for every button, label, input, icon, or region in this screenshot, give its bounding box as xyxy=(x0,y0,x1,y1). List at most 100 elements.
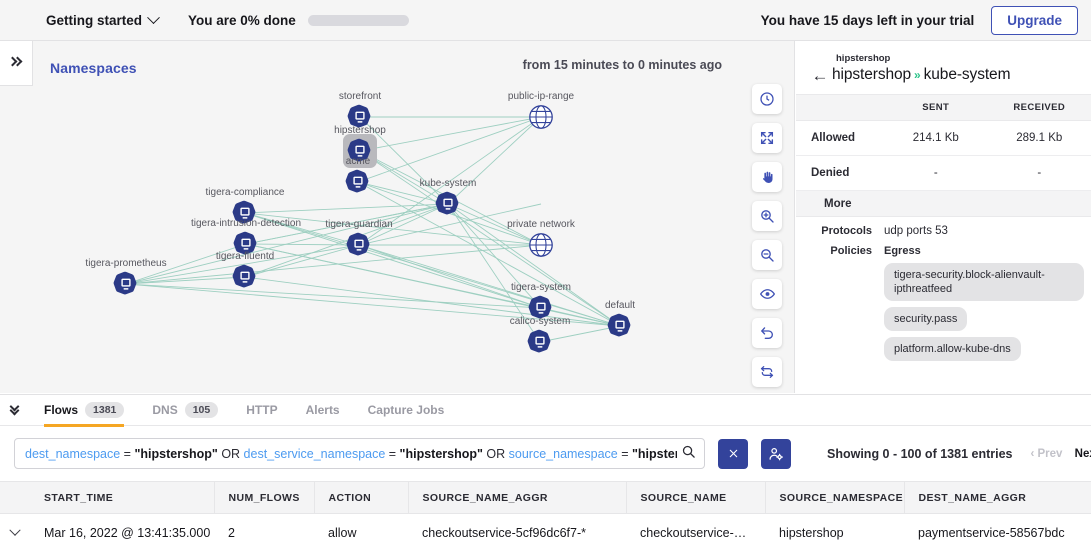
graph-node-storefront[interactable]: storefront xyxy=(339,91,381,130)
expand-row-button[interactable] xyxy=(0,513,30,551)
graph-toolbar[interactable] xyxy=(752,84,782,387)
tab-label: Capture Jobs xyxy=(367,403,445,417)
stats-received-value: - xyxy=(987,155,1091,191)
column-header-source_name_aggr[interactable]: SOURCE_NAME_AGGR xyxy=(408,481,627,514)
column-header-action[interactable]: ACTION xyxy=(314,481,409,514)
namespace-icon xyxy=(232,264,256,288)
graph-node-public-ip-range[interactable]: public-ip-range xyxy=(508,91,574,130)
tab-http[interactable]: HTTP xyxy=(232,395,291,426)
search-input[interactable]: dest_namespace = "hipstershop" OR dest_s… xyxy=(14,438,705,469)
expand-icon[interactable] xyxy=(752,123,782,153)
tab-capture-jobs[interactable]: Capture Jobs xyxy=(354,395,459,426)
double-chevron-right-icon xyxy=(7,56,23,69)
service-graph-panel[interactable]: Namespaces from 15 minutes to 0 minutes … xyxy=(0,41,795,393)
column-header-num_flows[interactable]: NUM_FLOWS xyxy=(214,481,315,514)
tab-flows[interactable]: Flows 1381 xyxy=(30,395,138,427)
graph-node-label: kube-system xyxy=(419,178,477,189)
prev-page-button[interactable]: ‹ Prev xyxy=(1030,447,1063,460)
graph-node-kube-system[interactable]: kube-system xyxy=(420,178,476,217)
zoom-out-icon[interactable] xyxy=(752,240,782,270)
refresh-icon[interactable] xyxy=(752,357,782,387)
policies-values: Egress tigera-security.block-alienvault-… xyxy=(884,245,1091,361)
collapse-flows-button[interactable] xyxy=(0,401,30,416)
chevron-down-icon xyxy=(147,10,160,24)
policy-pill[interactable]: platform.allow-kube-dns xyxy=(884,337,1021,361)
flow-detail-panel: hipstershop ← hipstershop»kube-system SE… xyxy=(796,41,1091,393)
tab-count-badge: 1381 xyxy=(85,402,125,418)
trial-status-label: You have 15 days left in your trial xyxy=(760,12,975,28)
chevron-down-icon[interactable] xyxy=(9,524,21,536)
tab-label: DNS xyxy=(152,403,178,417)
sidebar-expand-button[interactable] xyxy=(0,41,33,86)
graph-node-label: tigera-system xyxy=(510,282,572,293)
graph-node-label: acme xyxy=(345,156,371,167)
zoom-in-icon[interactable] xyxy=(752,201,782,231)
cell-start-time: Mar 16, 2022 @ 13:41:35.000 xyxy=(30,513,214,551)
cell-num-flows: 2 xyxy=(214,513,314,551)
clear-search-button[interactable] xyxy=(718,438,748,469)
search-icon[interactable] xyxy=(681,444,696,464)
graph-time-range-label: from 15 minutes to 0 minutes ago xyxy=(522,58,722,72)
globe-icon xyxy=(529,105,553,129)
more-section-header[interactable]: More xyxy=(796,190,1091,217)
graph-node-label: public-ip-range xyxy=(507,91,575,102)
flow-direction-icon: » xyxy=(914,68,921,82)
graph-node-calico-system[interactable]: calico-system xyxy=(510,316,570,355)
upgrade-button[interactable]: Upgrade xyxy=(991,5,1078,35)
graph-node-tigera-fluentd[interactable]: tigera-fluentd xyxy=(216,251,274,290)
stats-sent-value: 214.1 Kb xyxy=(884,120,988,156)
graph-node-tigera-intrusion-detection[interactable]: tigera-intrusion-detection xyxy=(191,218,301,257)
query-token: "hipstershop" xyxy=(632,446,677,461)
namespace-icon xyxy=(527,329,551,353)
graph-node-hipstershop[interactable]: hipstershop xyxy=(334,125,386,168)
graph-node-label: private network xyxy=(507,219,575,230)
column-header-source_name[interactable]: SOURCE_NAME xyxy=(626,481,766,514)
next-page-button[interactable]: Next › xyxy=(1074,447,1091,460)
clock-icon[interactable] xyxy=(752,84,782,114)
namespace-icon xyxy=(232,200,256,224)
user-settings-icon[interactable] xyxy=(761,438,791,469)
graph-node-label: tigera-fluentd xyxy=(215,251,275,262)
graph-node-acme[interactable]: acme xyxy=(345,156,371,195)
graph-node-tigera-compliance[interactable]: tigera-compliance xyxy=(206,187,284,226)
column-header-source_namespace[interactable]: SOURCE_NAMESPACE xyxy=(765,481,905,514)
getting-started-menu[interactable]: Getting started xyxy=(46,10,160,28)
column-header-dest_name_aggr[interactable]: DEST_NAME_AGGR xyxy=(904,481,1091,514)
graph-node-tigera-guardian[interactable]: tigera-guardian xyxy=(325,219,393,258)
graph-node-tigera-system[interactable]: tigera-system xyxy=(511,282,571,321)
eye-icon[interactable] xyxy=(752,279,782,309)
policy-pill[interactable]: security.pass xyxy=(884,307,968,331)
namespace-icon xyxy=(607,313,631,337)
query-token: = xyxy=(385,446,400,461)
tab-alerts[interactable]: Alerts xyxy=(292,395,354,426)
graph-node-label: tigera-prometheus xyxy=(85,258,167,269)
policies-row: Policies Egress tigera-security.block-al… xyxy=(796,237,1091,361)
graph-node-label: storefront xyxy=(338,91,382,102)
policy-pill[interactable]: tigera-security.block-alienvault-ipthrea… xyxy=(884,263,1084,301)
protocols-row: Protocols udp ports 53 xyxy=(796,217,1091,237)
pagination: ‹ Prev Next › xyxy=(1030,448,1091,460)
cell-action: allow xyxy=(314,513,408,551)
graph-node-label: hipstershop xyxy=(334,125,386,136)
undo-icon[interactable] xyxy=(752,318,782,348)
policy-pill-list: tigera-security.block-alienvault-ipthrea… xyxy=(884,257,1091,361)
namespace-icon xyxy=(113,271,137,295)
column-header-start_time[interactable]: START_TIME xyxy=(30,481,215,514)
detail-title: hipstershop»kube-system xyxy=(832,66,1010,84)
hand-icon[interactable] xyxy=(752,162,782,192)
graph-node-tigera-prometheus[interactable]: tigera-prometheus xyxy=(85,258,167,297)
flows-search-row: dest_namespace = "hipstershop" OR dest_s… xyxy=(0,426,1091,481)
back-arrow-icon[interactable]: ← xyxy=(811,65,829,85)
graph-node-default[interactable]: default xyxy=(605,300,635,339)
query-token: OR xyxy=(482,446,509,461)
cell-source-name: checkoutservice-… xyxy=(626,513,765,551)
graph-node-private-network[interactable]: private network xyxy=(507,219,575,258)
tab-label: Flows xyxy=(44,403,79,417)
cell-source-name-aggr: checkoutservice-5cf96dc6f7-* xyxy=(408,513,626,551)
